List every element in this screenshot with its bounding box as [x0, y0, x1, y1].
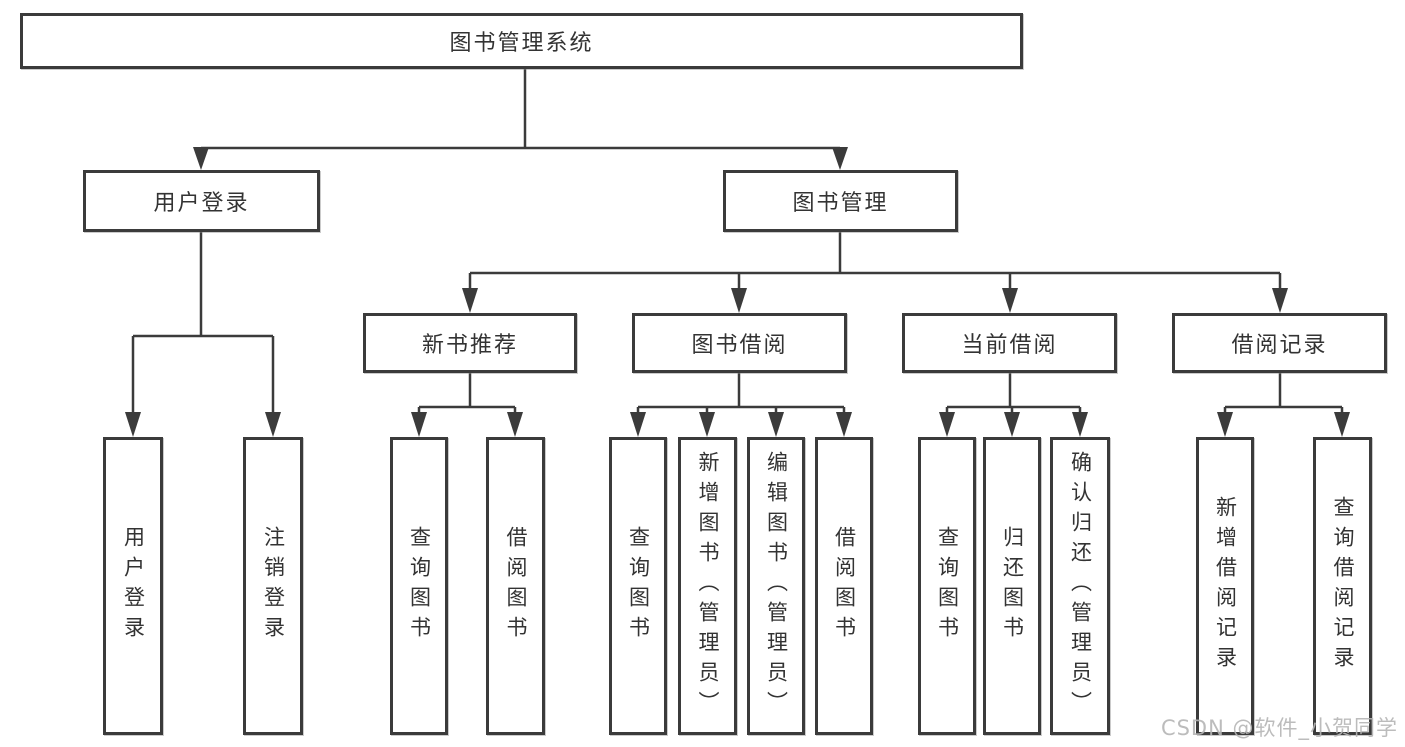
connector-book-management-children [462, 232, 1288, 313]
node-label: 借阅记录 [1231, 333, 1328, 358]
connector-borrowing-records-children [1217, 373, 1350, 437]
node-label: 新增图书（管理员） [696, 451, 720, 721]
node-label: 确认归还（管理员） [1068, 451, 1093, 721]
node-label: 借阅图书 [504, 526, 528, 646]
node-label: 图书管理 [792, 191, 889, 216]
node-label: 新增借阅记录 [1213, 496, 1238, 676]
leaf-user-login: 用户登录 [103, 437, 163, 735]
node-label: 查询图书 [626, 526, 651, 646]
leaf-add-books-admin: 新增图书（管理员） [678, 437, 737, 735]
connector-new-book-recommendation-children [411, 373, 523, 437]
connector-book-borrowing-children [630, 373, 852, 437]
connector-current-borrowing-children [939, 373, 1088, 437]
node-new-book-recommendation: 新书推荐 [363, 313, 577, 373]
csdn-watermark: CSDN @软件_小贺同学 [1160, 716, 1398, 740]
node-label: 注销登录 [261, 526, 286, 646]
connector-root-to-level1 [193, 69, 848, 170]
leaf-logout: 注销登录 [243, 437, 303, 735]
leaf-return-books: 归还图书 [983, 437, 1041, 735]
node-label: 查询借阅记录 [1331, 496, 1355, 676]
leaf-recommend-query-books: 查询图书 [390, 437, 448, 735]
node-label: 查询图书 [935, 526, 960, 646]
node-label: 新书推荐 [421, 333, 518, 358]
node-label: 借阅图书 [832, 526, 857, 646]
node-label: 图书管理系统 [449, 31, 594, 56]
node-label: 图书借阅 [691, 333, 788, 358]
node-label: 编辑图书（管理员） [764, 451, 789, 721]
leaf-edit-books-admin: 编辑图书（管理员） [747, 437, 805, 735]
leaf-add-borrow-record: 新增借阅记录 [1196, 437, 1254, 735]
leaf-recommend-borrow-books: 借阅图书 [486, 437, 545, 735]
node-label: 查询图书 [407, 526, 432, 646]
leaf-borrowing-borrow-books: 借阅图书 [815, 437, 873, 735]
node-user-login: 用户登录 [83, 170, 320, 232]
node-label: 归还图书 [1000, 526, 1025, 646]
node-current-borrowing: 当前借阅 [902, 313, 1117, 373]
leaf-confirm-return-admin: 确认归还（管理员） [1050, 437, 1110, 735]
node-label: 用户登录 [153, 191, 250, 216]
node-label: 当前借阅 [961, 333, 1058, 358]
node-book-borrowing: 图书借阅 [632, 313, 847, 373]
leaf-current-query-books: 查询图书 [918, 437, 976, 735]
node-borrowing-records: 借阅记录 [1172, 313, 1387, 373]
leaf-borrowing-query-books: 查询图书 [609, 437, 667, 735]
node-label: 用户登录 [121, 526, 146, 646]
leaf-query-borrow-record: 查询借阅记录 [1313, 437, 1372, 735]
node-library-management-system: 图书管理系统 [20, 13, 1023, 69]
connector-user-login-children [125, 232, 281, 437]
node-book-management: 图书管理 [723, 170, 958, 232]
